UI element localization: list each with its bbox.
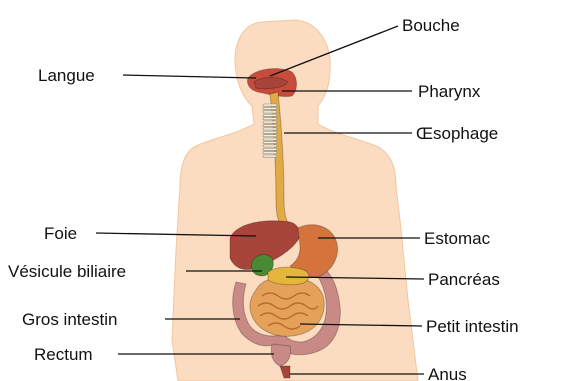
label-estomac: Estomac — [424, 229, 491, 248]
pancreas-organ — [268, 267, 309, 285]
trachea-ring — [263, 107, 277, 109]
trachea-ring — [263, 104, 277, 106]
label-gros-intestin: Gros intestin — [22, 310, 117, 329]
label-petit-intestin: Petit intestin — [426, 317, 519, 336]
label-vesicule-biliaire: Vésicule biliaire — [8, 262, 126, 281]
pancreas-shape — [268, 267, 309, 285]
trachea-ring — [263, 114, 277, 116]
small-intestine-organ — [250, 277, 324, 337]
trachea-ring — [263, 135, 277, 137]
trachea-ring — [263, 128, 277, 130]
label-foie: Foie — [44, 224, 77, 243]
trachea-ring — [263, 124, 277, 126]
label-pancreas: Pancréas — [428, 270, 500, 289]
trachea-ring — [263, 155, 277, 157]
label-rectum: Rectum — [34, 345, 93, 364]
label-langue: Langue — [38, 66, 95, 85]
label-oesophage: Œsophage — [416, 124, 498, 143]
trachea-ring — [263, 152, 277, 154]
trachea-ring — [263, 138, 277, 140]
trachea-ring — [263, 121, 277, 123]
trachea-ring — [263, 111, 277, 113]
trachea-ring — [263, 148, 277, 150]
trachea-ring — [263, 131, 277, 133]
trachea-ring — [263, 118, 277, 120]
label-pharynx: Pharynx — [418, 82, 481, 101]
trachea-ring — [263, 145, 277, 147]
label-anus: Anus — [428, 365, 467, 381]
label-bouche: Bouche — [402, 16, 460, 35]
trachea-ring — [263, 141, 277, 143]
leader-line-langue — [123, 75, 256, 78]
